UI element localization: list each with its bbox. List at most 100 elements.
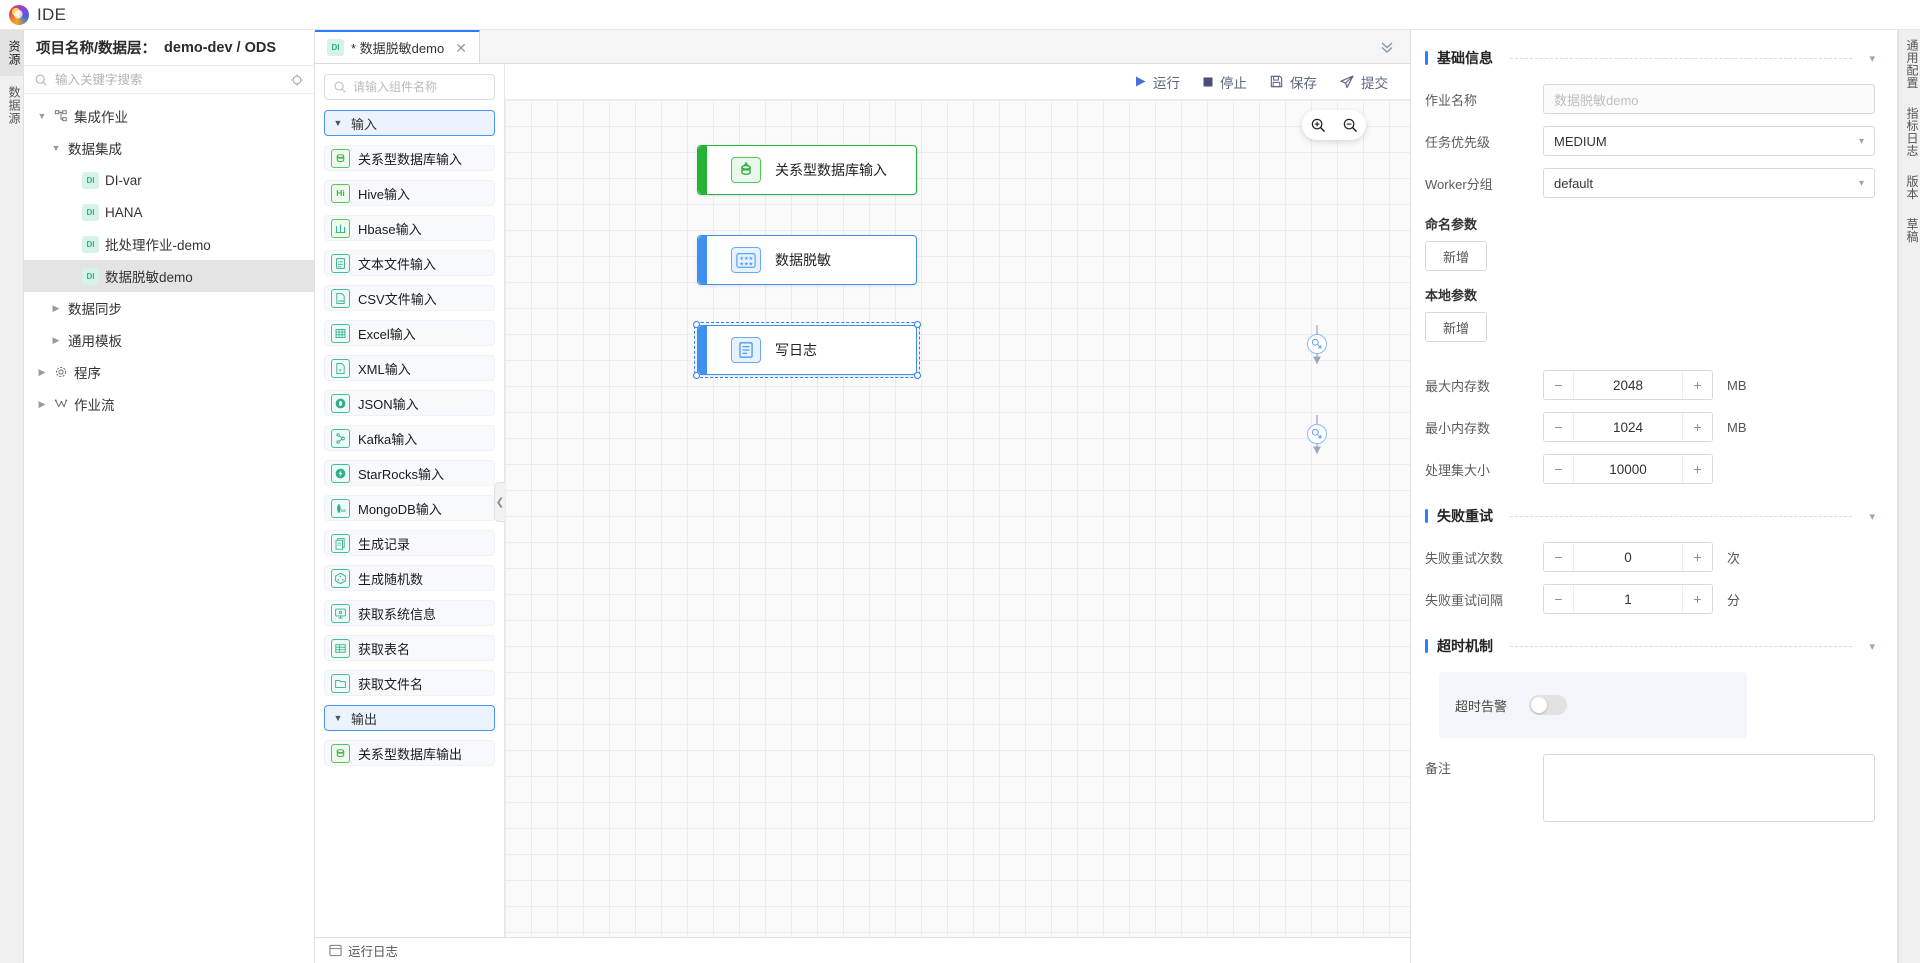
tab-data-masking-demo[interactable]: DI * 数据脱敏demo ✕ <box>315 30 480 63</box>
resize-handle[interactable] <box>693 321 700 328</box>
job-name-input[interactable]: 数据脱敏demo <box>1543 84 1875 114</box>
palette-search-input[interactable] <box>353 80 508 94</box>
timeout-alarm-toggle[interactable] <box>1529 695 1568 715</box>
chevron-down-icon[interactable]: ▾ <box>1869 52 1875 65</box>
min-memory-stepper[interactable]: − 1024 + <box>1543 412 1713 442</box>
max-memory-stepper[interactable]: − 2048 + <box>1543 370 1713 400</box>
run-button[interactable]: 运行 <box>1134 72 1180 92</box>
caret-down-icon[interactable]: ▼ <box>37 111 47 121</box>
palette-item-获取文件名[interactable]: 获取文件名 <box>324 670 495 696</box>
section-retry-header: 失败重试 ▾ <box>1425 502 1875 530</box>
palette-item-获取系统信息[interactable]: 获取系统信息 <box>324 600 495 626</box>
caret-down-icon[interactable]: ▼ <box>51 143 61 153</box>
palette-collapse-handle[interactable]: ❮ <box>494 482 505 522</box>
remark-textarea[interactable] <box>1543 754 1875 822</box>
toggle-knob <box>1531 697 1548 713</box>
stepper-minus-icon[interactable]: − <box>1544 371 1574 399</box>
stepper-plus-icon[interactable]: + <box>1682 371 1712 399</box>
resize-handle[interactable] <box>914 321 921 328</box>
palette-search-row[interactable] <box>324 74 508 100</box>
database-node-icon <box>731 157 761 183</box>
add-named-param-button[interactable]: 新增 <box>1425 241 1487 271</box>
stepper-minus-icon[interactable]: − <box>1544 455 1574 483</box>
palette-item-获取表名[interactable]: 获取表名 <box>324 635 495 661</box>
tree-item-8[interactable]: ▶程序 <box>24 356 314 388</box>
zoom-in-icon[interactable] <box>1310 117 1327 134</box>
run-log-bar[interactable]: 运行日志 <box>315 937 1410 963</box>
flow-node-写日志[interactable]: 写日志 <box>693 321 921 379</box>
tabstrip-collapse-button[interactable] <box>1378 30 1410 63</box>
rail-tab-datasource[interactable]: 数据源 <box>7 86 21 125</box>
tree-item-9[interactable]: ▶作业流 <box>24 388 314 420</box>
retry-count-stepper[interactable]: − 0 + <box>1543 542 1713 572</box>
flow-node-数据脱敏[interactable]: ★★★★★★数据脱敏 <box>697 235 917 285</box>
rail-tab-version[interactable]: 版本 <box>1905 175 1919 200</box>
palette-item-Hbase输入[interactable]: Hbase输入 <box>324 215 495 241</box>
palette-item-文本文件输入[interactable]: 文本文件输入 <box>324 250 495 276</box>
tab-label: * 数据脱敏demo <box>351 41 445 56</box>
submit-button[interactable]: 提交 <box>1339 72 1388 92</box>
edge-link-icon-2[interactable] <box>1307 424 1327 444</box>
batch-size-value: 10000 <box>1609 461 1647 477</box>
zoom-out-icon[interactable] <box>1342 117 1359 134</box>
worker-group-select[interactable]: default ▾ <box>1543 168 1875 198</box>
caret-right-icon[interactable]: ▶ <box>38 366 46 377</box>
flow-node-关系型数据库输入[interactable]: 关系型数据库输入 <box>697 145 917 195</box>
rail-tab-resources[interactable]: 资源 <box>0 30 23 76</box>
palette-item-Excel输入[interactable]: Excel输入 <box>324 320 495 346</box>
resize-handle[interactable] <box>693 372 700 379</box>
caret-right-icon[interactable]: ▶ <box>52 334 60 345</box>
stop-button[interactable]: 停止 <box>1202 72 1247 92</box>
flow-canvas[interactable]: 关系型数据库输入 ★★★★★★数据脱敏写日志 <box>505 100 1410 937</box>
caret-right-icon[interactable]: ▶ <box>52 302 60 313</box>
caret-right-icon[interactable]: ▶ <box>38 398 46 409</box>
tree-item-0[interactable]: ▼集成作业 <box>24 100 314 132</box>
section-title: 基础信息 <box>1437 50 1493 66</box>
tree-search-input[interactable] <box>55 72 283 87</box>
chevron-down-icon[interactable]: ▾ <box>1869 640 1875 653</box>
edge-link-icon-1[interactable] <box>1307 334 1327 354</box>
rail-tab-metric-log[interactable]: 指标日志 <box>1905 107 1919 157</box>
palette-item-StarRocks输入[interactable]: StarRocks输入 <box>324 460 495 486</box>
batch-size-stepper[interactable]: − 10000 + <box>1543 454 1713 484</box>
palette-item-关系型数据库输入[interactable]: 关系型数据库输入 <box>324 145 495 171</box>
palette-group-输入[interactable]: ▼输入 <box>324 110 495 136</box>
tree-item-label: 通用模板 <box>68 334 122 349</box>
close-icon[interactable]: ✕ <box>455 39 467 56</box>
save-button[interactable]: 保存 <box>1269 72 1317 92</box>
resize-handle[interactable] <box>914 372 921 379</box>
chevron-down-icon: ▾ <box>1858 177 1864 189</box>
stepper-plus-icon[interactable]: + <box>1682 413 1712 441</box>
tree-item-7[interactable]: ▶ 通用模板 <box>24 324 314 356</box>
palette-item-关系型数据库输出[interactable]: 关系型数据库输出 <box>324 740 495 766</box>
stepper-plus-icon[interactable]: + <box>1682 543 1712 571</box>
rail-tab-general-config[interactable]: 通用配置 <box>1905 39 1919 89</box>
tree-item-1[interactable]: ▼数据集成 <box>24 132 314 164</box>
chevron-down-icon[interactable]: ▾ <box>1869 510 1875 523</box>
rail-tab-draft[interactable]: 草稿 <box>1905 218 1919 243</box>
task-priority-select[interactable]: MEDIUM ▾ <box>1543 126 1875 156</box>
crosshair-icon[interactable] <box>290 73 304 87</box>
palette-item-生成随机数[interactable]: 生成随机数 <box>324 565 495 591</box>
tree-search-row[interactable] <box>24 66 314 94</box>
stepper-plus-icon[interactable]: + <box>1682 585 1712 613</box>
stepper-plus-icon[interactable]: + <box>1682 455 1712 483</box>
palette-item-Kafka输入[interactable]: Kafka输入 <box>324 425 495 451</box>
stepper-minus-icon[interactable]: − <box>1544 543 1574 571</box>
palette-item-生成记录[interactable]: 生成记录 <box>324 530 495 556</box>
tree-item-6[interactable]: ▶数据同步 <box>24 292 314 324</box>
add-local-param-button[interactable]: 新增 <box>1425 312 1487 342</box>
retry-interval-stepper[interactable]: − 1 + <box>1543 584 1713 614</box>
palette-item-JSON输入[interactable]: JSON输入 <box>324 390 495 416</box>
stepper-minus-icon[interactable]: − <box>1544 585 1574 613</box>
palette-group-输出[interactable]: ▼输出 <box>324 705 495 731</box>
stepper-minus-icon[interactable]: − <box>1544 413 1574 441</box>
